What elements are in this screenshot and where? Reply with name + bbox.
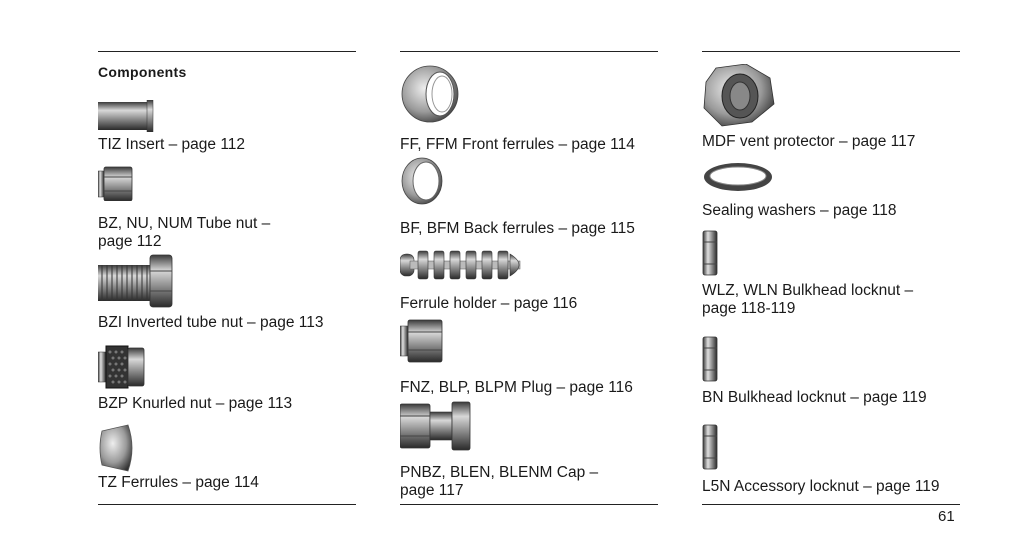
sealing-washer-icon (704, 163, 772, 191)
front-ferrule-icon (401, 65, 459, 123)
tube-nut-icon (98, 166, 133, 201)
section-heading: Components (98, 64, 187, 80)
accessory-locknut-icon (702, 424, 718, 470)
cap-icon (400, 401, 471, 451)
item-caption: PNBZ, BLEN, BLENM Cap – page 117 (400, 464, 599, 499)
column-3: MDF vent protector – page 117 Sealing wa… (702, 0, 960, 558)
item-caption: Ferrule holder – page 116 (400, 295, 578, 312)
item-caption: BZP Knurled nut – page 113 (98, 395, 293, 412)
item-caption: BN Bulkhead locknut – page 119 (702, 389, 927, 406)
item-caption: TZ Ferrules – page 114 (98, 474, 259, 491)
item-caption: Sealing washers – page 118 (702, 202, 897, 219)
column-2: FF, FFM Front ferrules – page 114 BF, BF… (400, 0, 658, 558)
bn-locknut-icon (702, 336, 718, 382)
ferrule-holder-icon (400, 250, 521, 280)
item-caption: L5N Accessory locknut – page 119 (702, 478, 940, 495)
back-ferrule-icon (401, 157, 443, 205)
top-rule (98, 51, 356, 52)
top-rule (400, 51, 658, 52)
page-number: 61 (938, 508, 955, 525)
item-caption: FF, FFM Front ferrules – page 114 (400, 136, 635, 153)
bottom-rule (400, 504, 658, 505)
item-caption: BF, BFM Back ferrules – page 115 (400, 220, 635, 237)
item-caption: FNZ, BLP, BLPM Plug – page 116 (400, 379, 633, 396)
plug-icon (400, 319, 443, 363)
bottom-rule (98, 504, 356, 505)
item-caption: MDF vent protector – page 117 (702, 133, 916, 150)
inverted-tube-nut-icon (98, 254, 173, 308)
vent-protector-icon (703, 64, 775, 127)
column-1: Components TIZ Insert – page 112 BZ, NU,… (98, 0, 356, 558)
item-caption: TIZ Insert – page 112 (98, 136, 246, 153)
item-caption: BZ, NU, NUM Tube nut – page 112 (98, 215, 271, 250)
tube-insert-icon (98, 100, 154, 132)
ferrule-icon (99, 424, 133, 472)
item-caption: BZI Inverted tube nut – page 113 (98, 314, 324, 331)
bulkhead-locknut-icon (702, 230, 718, 276)
knurled-nut-icon (98, 345, 145, 389)
item-caption: WLZ, WLN Bulkhead locknut – page 118-119 (702, 282, 914, 317)
top-rule (702, 51, 960, 52)
bottom-rule (702, 504, 960, 505)
